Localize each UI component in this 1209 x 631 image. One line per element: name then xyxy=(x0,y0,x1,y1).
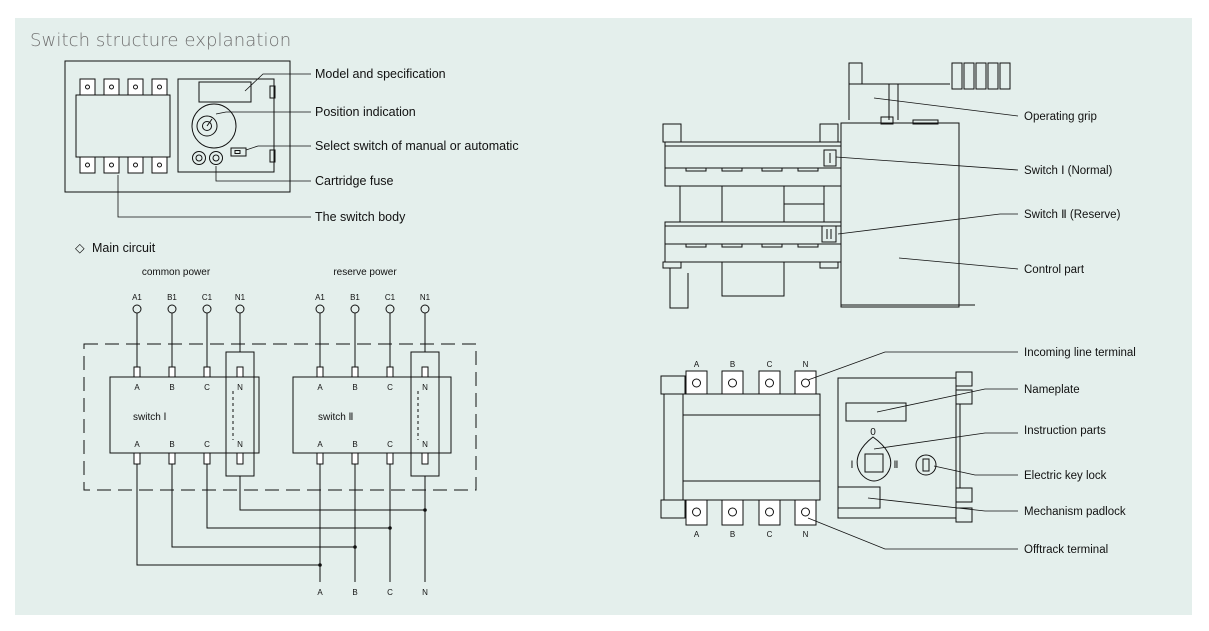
label-switch-body: The switch body xyxy=(315,210,406,224)
terminal-label: C1 xyxy=(202,293,213,302)
label-mechanism-padlock: Mechanism padlock xyxy=(1024,506,1126,518)
circuit-terminal-labels: A1 B1 C1 N1 A1 B1 C1 N1 xyxy=(132,293,431,302)
pole-label: B xyxy=(352,383,357,392)
label-operating-grip: Operating grip xyxy=(1024,111,1097,123)
pole-label: B xyxy=(169,440,174,449)
main-circuit-title: Main circuit xyxy=(92,241,156,255)
terminal-letter: N xyxy=(803,530,809,539)
front-terminal-letters: A B C N A B C N xyxy=(694,360,809,539)
background-panel xyxy=(15,18,1192,615)
terminal-letter: A xyxy=(694,360,700,369)
diamond-bullet: ◇ xyxy=(75,241,85,255)
output-labels: A B C N xyxy=(317,588,428,597)
terminal-label: B1 xyxy=(167,293,177,302)
pole-label: N xyxy=(237,383,243,392)
front-view-drawing xyxy=(660,351,1018,550)
pole-label: C xyxy=(204,440,210,449)
label-incoming-line-terminal: Incoming line terminal xyxy=(1024,347,1136,359)
terminal-letter: B xyxy=(730,360,735,369)
page-title: Switch structure explanation xyxy=(30,30,292,51)
label-offtrack-terminal: Offtrack terminal xyxy=(1024,544,1108,556)
label-switch-1-normal: Switch Ⅰ (Normal) xyxy=(1024,165,1113,177)
label-electric-key-lock: Electric key lock xyxy=(1024,470,1107,482)
pole-label: N xyxy=(422,440,428,449)
terminal-letter: B xyxy=(730,530,735,539)
main-circuit-heading: ◇ Main circuit xyxy=(75,241,156,255)
switch-front-drawing xyxy=(64,60,311,218)
circuit-drawing xyxy=(83,304,477,582)
output-label: C xyxy=(387,588,393,597)
switch-2-label: switch Ⅱ xyxy=(318,412,353,423)
label-switch-2-reserve: Switch Ⅱ (Reserve) xyxy=(1024,209,1121,221)
dial-position-2-mark: Ⅱ xyxy=(894,460,899,471)
label-cartridge-fuse: Cartridge fuse xyxy=(315,174,394,188)
switch-1-label: switch Ⅰ xyxy=(133,412,167,423)
terminal-label: B1 xyxy=(350,293,360,302)
terminal-label: C1 xyxy=(385,293,396,302)
pole-label: B xyxy=(169,383,174,392)
reserve-power-label: reserve power xyxy=(333,267,397,278)
common-power-label: common power xyxy=(142,267,211,278)
pole-label: C xyxy=(204,383,210,392)
dial-zero-mark: 0 xyxy=(870,427,876,438)
top-left-labels: Model and specification Position indicat… xyxy=(315,67,519,224)
output-label: B xyxy=(352,588,357,597)
pole-label: A xyxy=(134,440,140,449)
pole-label: N xyxy=(237,440,243,449)
label-position-indication: Position indication xyxy=(315,105,416,119)
terminal-letter: C xyxy=(767,530,773,539)
pole-label: B xyxy=(352,440,357,449)
pole-labels: A B C N A B C N A B C N A B C N xyxy=(134,383,428,449)
pole-label: A xyxy=(134,383,140,392)
output-label: N xyxy=(422,588,428,597)
terminal-label: N1 xyxy=(420,293,431,302)
pole-label: A xyxy=(317,440,323,449)
terminal-label: N1 xyxy=(235,293,246,302)
front-view-labels: Incoming line terminal Nameplate Instruc… xyxy=(1024,347,1136,556)
label-model-specification: Model and specification xyxy=(315,67,446,81)
side-view-drawing xyxy=(662,62,1019,309)
terminal-letter: C xyxy=(767,360,773,369)
label-select-switch: Select switch of manual or automatic xyxy=(315,139,519,153)
label-instruction-parts: Instruction parts xyxy=(1024,425,1106,437)
dial-position-1-mark: Ⅰ xyxy=(851,460,854,471)
label-control-part: Control part xyxy=(1024,264,1085,276)
terminal-letter: A xyxy=(694,530,700,539)
terminal-label: A1 xyxy=(132,293,142,302)
side-view-labels: Operating grip Switch Ⅰ (Normal) Switch … xyxy=(1024,111,1121,276)
output-label: A xyxy=(317,588,323,597)
pole-label: C xyxy=(387,440,393,449)
pole-label: N xyxy=(422,383,428,392)
pole-label: C xyxy=(387,383,393,392)
pole-label: A xyxy=(317,383,323,392)
terminal-letter: N xyxy=(803,360,809,369)
terminal-label: A1 xyxy=(315,293,325,302)
label-nameplate: Nameplate xyxy=(1024,384,1080,396)
